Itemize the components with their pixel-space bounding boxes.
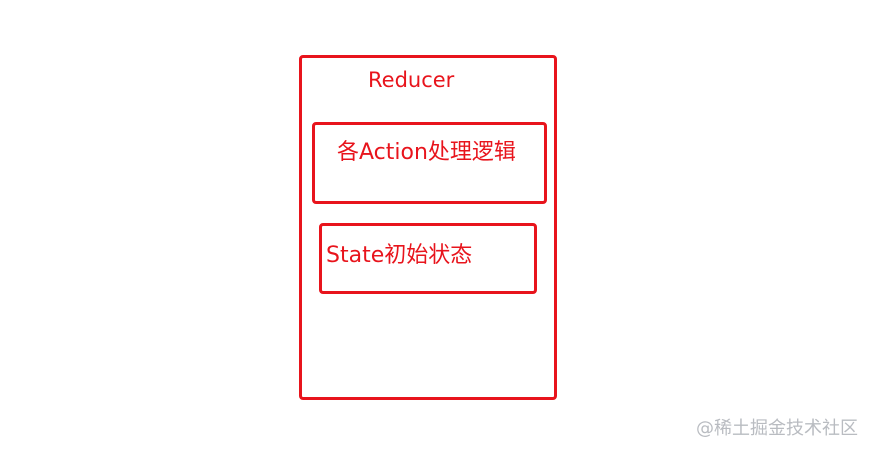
watermark: @稀土掘金技术社区: [696, 418, 858, 439]
action-logic-box: [312, 122, 547, 204]
reducer-title: Reducer: [368, 68, 455, 92]
action-logic-label: 各Action处理逻辑: [337, 140, 516, 165]
reducer-box: [299, 55, 557, 400]
state-initial-label: State初始状态: [326, 243, 473, 268]
state-initial-box: [319, 223, 537, 294]
